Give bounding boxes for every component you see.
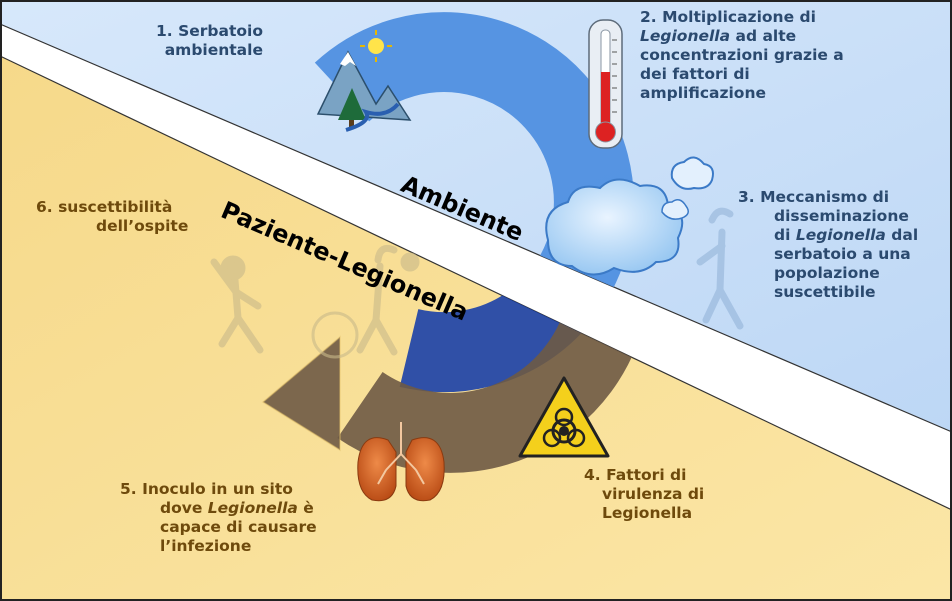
step-2-line-4: dei fattori di xyxy=(640,65,844,84)
step-6-label: 6. suscettibilità dell’ospite xyxy=(36,198,188,236)
step-2-line-5: amplificazione xyxy=(640,84,844,103)
step-1-line-2: ambientale xyxy=(156,41,263,60)
step-4-label: 4. Fattori di virulenza di Legionella xyxy=(584,466,704,523)
step-5-line-1: 5. Inoculo in un sito xyxy=(120,480,317,499)
step-5-line-3: capace di causare xyxy=(120,518,317,537)
step-3-line-5: popolazione xyxy=(738,264,918,283)
step-1-label: 1. Serbatoio ambientale xyxy=(156,22,263,60)
step-3-line-1: 3. Meccanismo di xyxy=(738,188,918,207)
step-5-line-2-prefix: dove xyxy=(160,499,208,517)
step-3-line-2: disseminazione xyxy=(738,207,918,226)
step-1-line-1: 1. Serbatoio xyxy=(156,22,263,41)
step-2-line-2: Legionella ad alte xyxy=(640,27,844,46)
step-3-line-4: serbatoio a una xyxy=(738,245,918,264)
step-5-line-2-rest: è xyxy=(298,499,314,517)
step-6-line-2: dell’ospite xyxy=(36,217,188,236)
step-5-label: 5. Inoculo in un sito dove Legionella è … xyxy=(120,480,317,556)
step-6-line-1: 6. suscettibilità xyxy=(36,198,188,217)
step-2-line-3: concentrazioni grazie a xyxy=(640,46,844,65)
step-3-line-3-prefix: di xyxy=(774,226,796,244)
step-3-line-3-rest: dal xyxy=(886,226,918,244)
step-2-line-2-rest: ad alte xyxy=(730,27,796,45)
step-4-line-2: virulenza di xyxy=(584,485,704,504)
step-3-label: 3. Meccanismo di disseminazione di Legio… xyxy=(738,188,918,302)
step-5-line-4: l’infezione xyxy=(120,537,317,556)
step-4-line-3: Legionella xyxy=(584,504,704,523)
step-3-italic: Legionella xyxy=(796,226,886,244)
step-5-line-2: dove Legionella è xyxy=(120,499,317,518)
step-5-italic: Legionella xyxy=(208,499,298,517)
step-4-line-1: 4. Fattori di xyxy=(584,466,704,485)
step-2-italic: Legionella xyxy=(640,27,730,45)
step-3-line-6: suscettibile xyxy=(738,283,918,302)
step-2-label: 2. Moltiplicazione di Legionella ad alte… xyxy=(640,8,844,103)
thermometer-icon xyxy=(589,20,622,148)
step-2-line-1: 2. Moltiplicazione di xyxy=(640,8,844,27)
step-3-line-3: di Legionella dal xyxy=(738,226,918,245)
